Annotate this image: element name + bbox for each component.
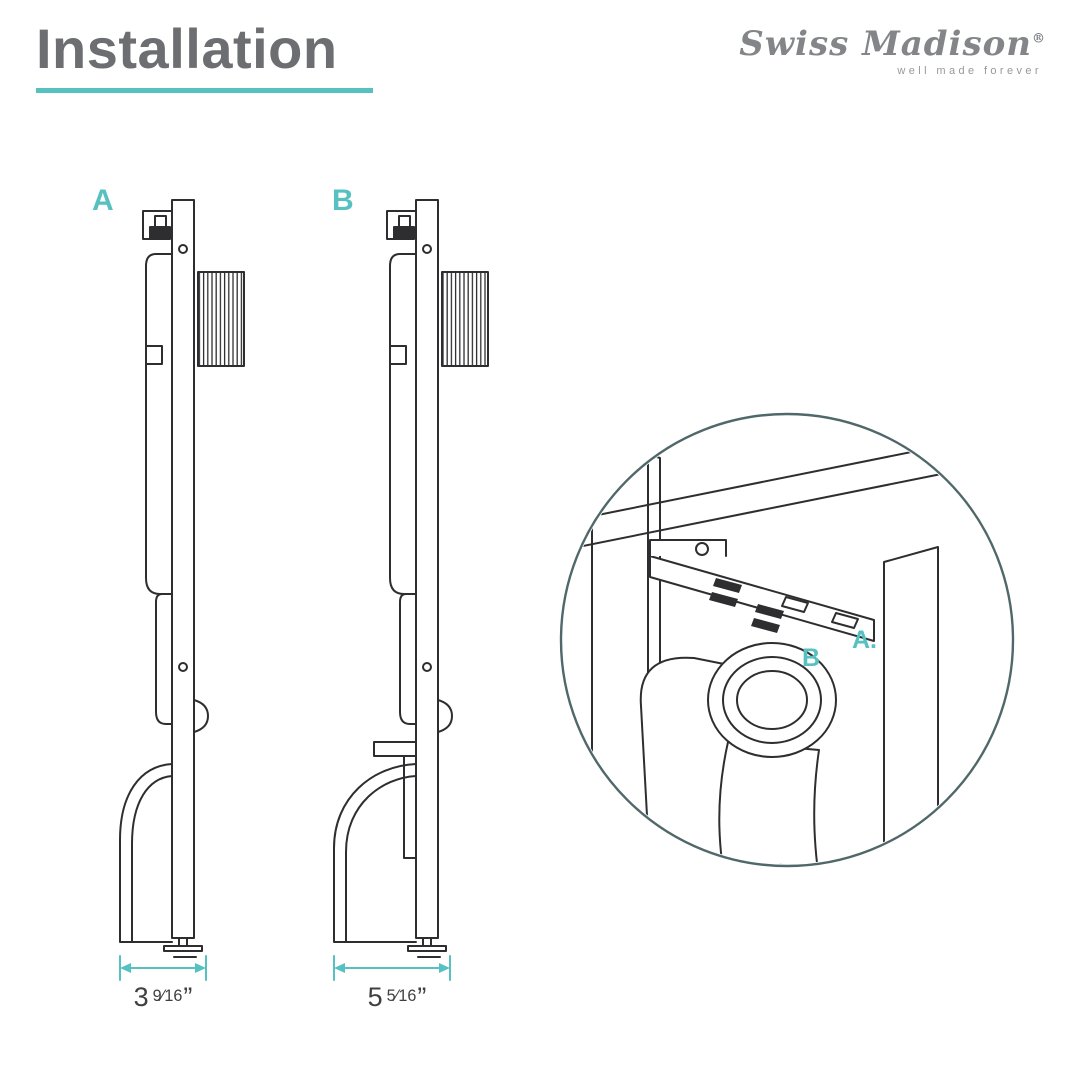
leveling-foot-b — [407, 945, 447, 952]
bracket-slot — [831, 612, 859, 629]
fill-valve-a — [149, 226, 171, 240]
gasket-outer-ring — [707, 642, 837, 758]
dimension-b-fraction: 5⁄16 — [386, 986, 417, 1005]
dimension-a-whole: 3 — [133, 982, 149, 1012]
tank-outline-a — [145, 253, 173, 595]
tank-outline-b — [389, 253, 417, 595]
brand-name: Swiss Madison® — [739, 24, 1046, 64]
dimension-a-unit: ” — [183, 982, 193, 1012]
flush-pipe-a — [155, 593, 173, 725]
bracket-plate-detail — [649, 555, 875, 642]
dimension-a-fraction: 9⁄16 — [152, 986, 183, 1005]
bowl-profile-a — [119, 763, 173, 943]
frame-right-stud — [883, 546, 939, 864]
detail-circle-outline — [559, 412, 1015, 868]
detail-circle-view — [559, 412, 1015, 868]
brand-name-text: Swiss Madison — [739, 24, 1032, 64]
flush-pipe-b — [399, 593, 417, 725]
figure-b-label: B — [332, 184, 354, 217]
supply-coil-b — [441, 271, 489, 367]
registered-mark: ® — [1032, 31, 1046, 47]
detail-label-a: A. — [852, 626, 877, 654]
bracket-clips — [709, 578, 784, 633]
title-underline — [36, 88, 373, 93]
frame-top-bar — [563, 431, 1011, 551]
figure-a-label: A — [92, 184, 114, 217]
wall-hook-a — [142, 210, 173, 240]
page-title: Installation — [36, 17, 338, 80]
supply-coil-a — [197, 271, 245, 367]
dimension-b — [333, 955, 451, 981]
brand-logo: Swiss Madison® well made forever — [739, 24, 1046, 77]
fill-valve-b — [393, 226, 415, 240]
fill-valve-top-a — [154, 215, 167, 228]
detail-label-b: B — [802, 644, 821, 672]
dimension-b-whole: 5 — [367, 982, 383, 1012]
outlet-pipe-detail — [718, 741, 826, 864]
figure-b-drawing — [333, 199, 489, 958]
bowl-profile-b — [333, 763, 417, 943]
brand-tagline: well made forever — [897, 65, 1042, 77]
dimension-b-unit: ” — [417, 982, 427, 1012]
wall-hook-b — [386, 210, 417, 240]
fill-valve-top-b — [398, 215, 411, 228]
mount-plate-b — [373, 741, 417, 757]
figure-a-drawing — [119, 199, 245, 958]
leveling-foot-a — [163, 945, 203, 952]
dimension-a — [119, 955, 207, 981]
spacer-bracket-b — [403, 755, 417, 859]
bracket-slot — [781, 596, 809, 613]
